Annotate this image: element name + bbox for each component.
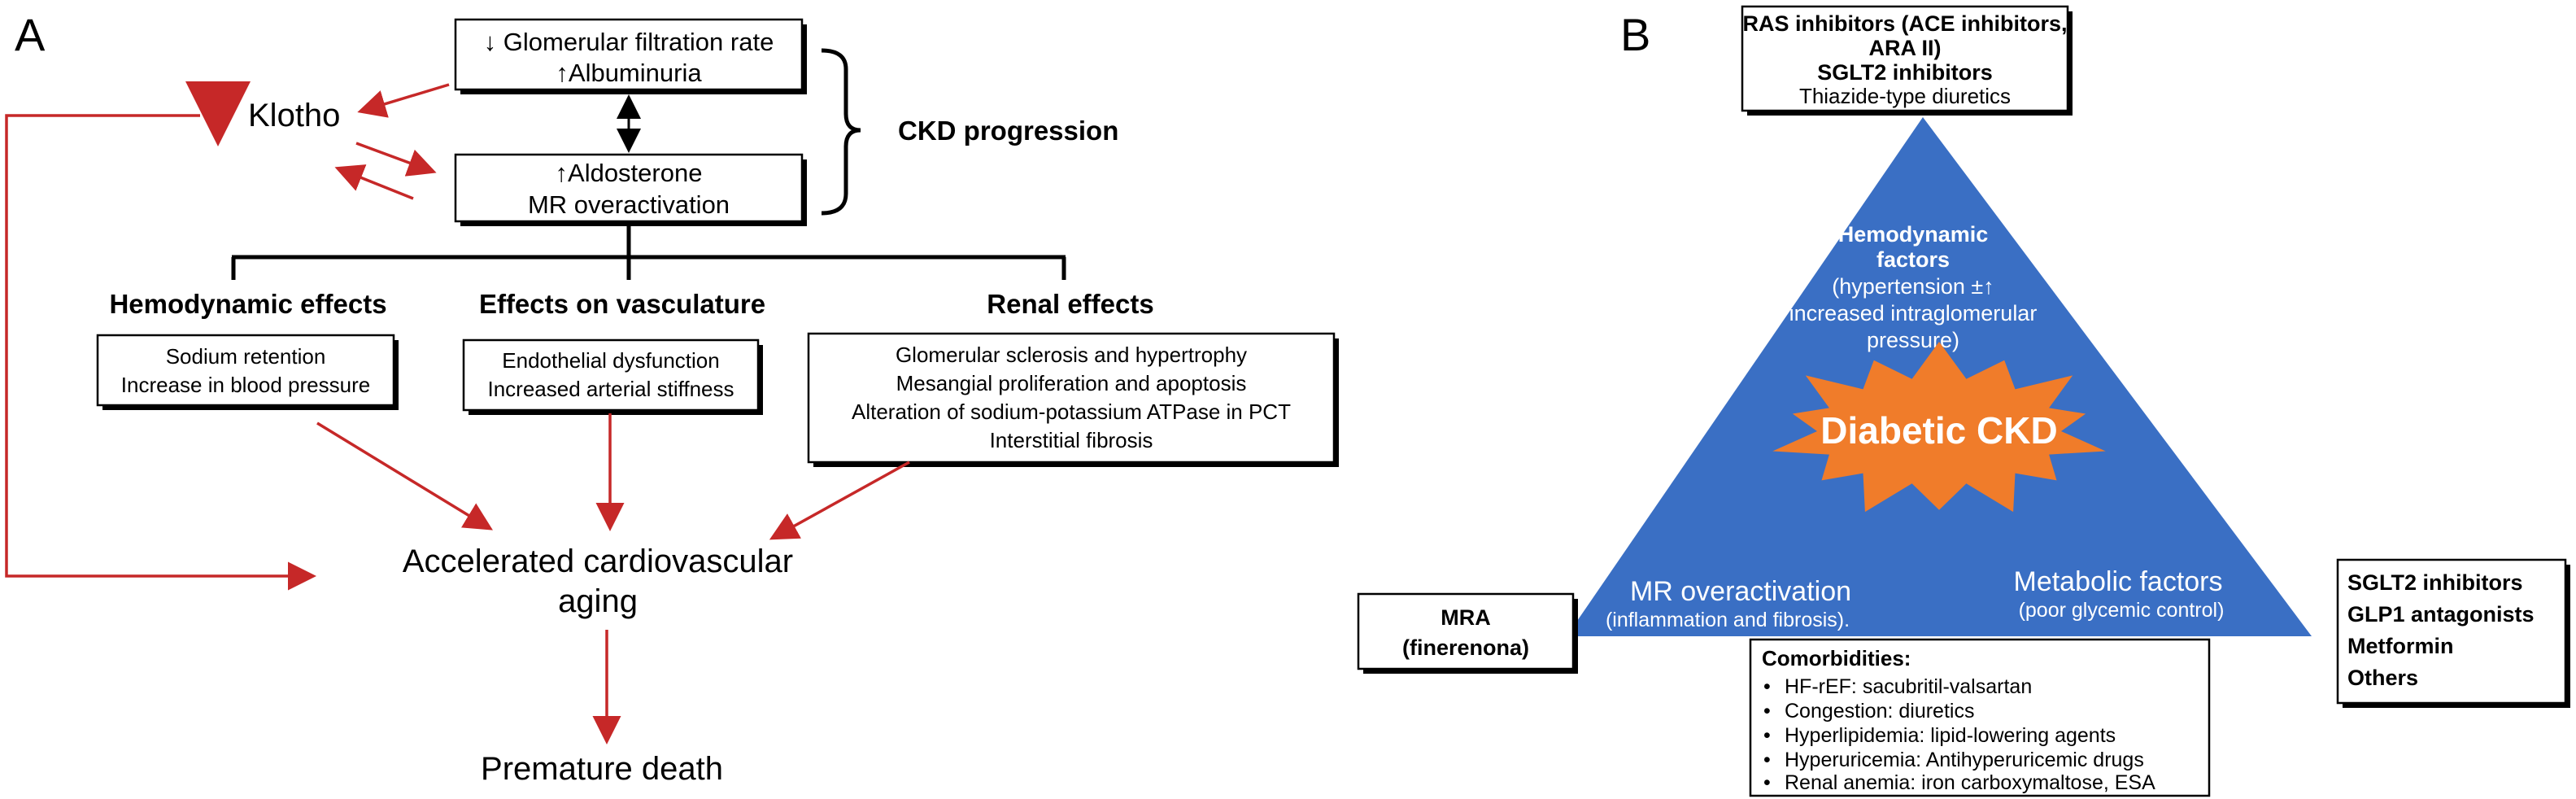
hemodynamic-line-2: Increase in blood pressure: [121, 373, 370, 397]
top-box-line-3: SGLT2 inhibitors: [1817, 60, 1993, 85]
hemodynamic-factors-line-2: factors: [1876, 247, 1950, 272]
cv-aging-line-2: aging: [558, 583, 638, 619]
hemodynamic-effects-title: Hemodynamic effects: [109, 289, 386, 319]
comorbidity-bullet: •: [1763, 675, 1771, 698]
renal-effects-title: Renal effects: [987, 289, 1153, 319]
renal-line-1: Glomerular sclerosis and hypertrophy: [896, 343, 1247, 367]
right-box-line-4: Others: [2347, 666, 2418, 690]
top-box-line-1: RAS inhibitors (ACE inhibitors,: [1743, 11, 2068, 36]
gfr-text: ↓ Glomerular filtration rate: [484, 28, 774, 56]
vasculature-effects-box: Endothelial dysfunction Increased arteri…: [462, 338, 763, 415]
panel-b-label: B: [1620, 9, 1650, 60]
mr-overactivation-title: MR overactivation: [1630, 576, 1851, 607]
hemodynamic-factors-line-1: Hemodynamic: [1838, 222, 1989, 247]
ckd-progression-label: CKD progression: [898, 116, 1118, 146]
hemodynamic-factors-line-4: increased intraglomerular: [1789, 301, 2038, 325]
mra-box: MRA (finerenona): [1357, 592, 1578, 674]
vasculature-line-1: Endothelial dysfunction: [502, 348, 719, 373]
metabolic-factors-title: Metabolic factors: [2014, 566, 2223, 597]
premature-death-label: Premature death: [481, 751, 723, 787]
cv-aging-line-1: Accelerated cardiovascular: [403, 544, 793, 579]
arrow-aldo-to-klotho: [334, 164, 414, 200]
albuminuria-text: ↑Albuminuria: [556, 59, 702, 87]
hemodynamic-factors-line-3: (hypertension ±↑: [1832, 274, 1994, 299]
mr-overactivation-text: MR overactivation: [528, 190, 730, 219]
comorbidity-item-2: Congestion: diuretics: [1785, 700, 1974, 723]
right-box-line-3: Metformin: [2347, 634, 2454, 658]
aldosterone-text: ↑Aldosterone: [556, 159, 703, 187]
ras-inhibitors-box: RAS inhibitors (ACE inhibitors, ARA II) …: [1741, 5, 2073, 116]
right-box-line-1: SGLT2 inhibitors: [2347, 570, 2523, 595]
hemodynamic-line-1: Sodium retention: [166, 344, 326, 369]
mra-line-2: (finerenona): [1402, 635, 1529, 660]
arrow-hemodynamic-to-cv-aging: [316, 421, 493, 530]
metabolic-factors-sub: (poor glycemic control): [2019, 599, 2225, 622]
renal-line-4: Interstitial fibrosis: [990, 428, 1153, 452]
diabetic-ckd-label: Diabetic CKD: [1820, 409, 2057, 452]
arrow-klotho-to-aldo: [355, 142, 437, 177]
renal-effects-box: Glomerular sclerosis and hypertrophy Mes…: [807, 332, 1339, 467]
klotho-label: Klotho: [248, 98, 340, 133]
gfr-albuminuria-box: ↓ Glomerular filtration rate ↑Albuminuri…: [454, 18, 807, 94]
mra-line-1: MRA: [1441, 605, 1491, 630]
comorbidity-bullet: •: [1763, 749, 1771, 771]
aldosterone-mr-box: ↑Aldosterone MR overactivation: [454, 153, 807, 226]
comorbidity-bullet: •: [1763, 771, 1771, 794]
renal-line-2: Mesangial proliferation and apoptosis: [896, 371, 1247, 395]
comorbidity-item-5: Renal anemia: iron carboxymaltose, ESA: [1785, 771, 2155, 794]
arrow-klotho-to-cv-aging: [5, 114, 316, 591]
comorbidity-bullet: •: [1763, 700, 1771, 723]
glycemic-therapies-box: SGLT2 inhibitors GLP1 antagonists Metfor…: [2336, 558, 2570, 708]
arrow-gfr-to-klotho: [357, 83, 450, 118]
comorbidity-item-1: HF-rEF: sacubritil-valsartan: [1785, 675, 2032, 698]
comorbidities-box: Comorbidities: • HF-rEF: sacubritil-vals…: [1749, 638, 2211, 797]
arrow-renal-to-cv-aging: [769, 461, 910, 540]
effects-tree-connector: [231, 225, 1066, 280]
right-box-line-2: GLP1 antagonists: [2347, 602, 2535, 627]
diabetic-ckd-starburst: [1772, 342, 2106, 513]
top-box-line-2: ARA II): [1869, 36, 1942, 60]
ckd-bracket: [821, 48, 861, 216]
hemodynamic-factors-line-5: pressure): [1867, 328, 1959, 352]
renal-line-3: Alteration of sodium-potassium ATPase in…: [852, 400, 1291, 424]
comorbidity-bullet: •: [1763, 724, 1771, 747]
comorbidity-item-4: Hyperuricemia: Antihyperuricemic drugs: [1785, 749, 2144, 771]
mr-overactivation-sub: (inflammation and fibrosis).: [1606, 609, 1850, 631]
vasculature-line-2: Increased arterial stiffness: [488, 377, 734, 401]
vasculature-effects-title: Effects on vasculature: [479, 289, 765, 319]
panel-a-label: A: [15, 9, 46, 60]
hemodynamic-effects-box: Sodium retention Increase in blood press…: [96, 334, 399, 410]
comorbidities-title: Comorbidities:: [1762, 646, 1911, 670]
top-box-line-4: Thiazide-type diuretics: [1799, 84, 2011, 108]
comorbidity-item-3: Hyperlipidemia: lipid-lowering agents: [1785, 724, 2116, 747]
